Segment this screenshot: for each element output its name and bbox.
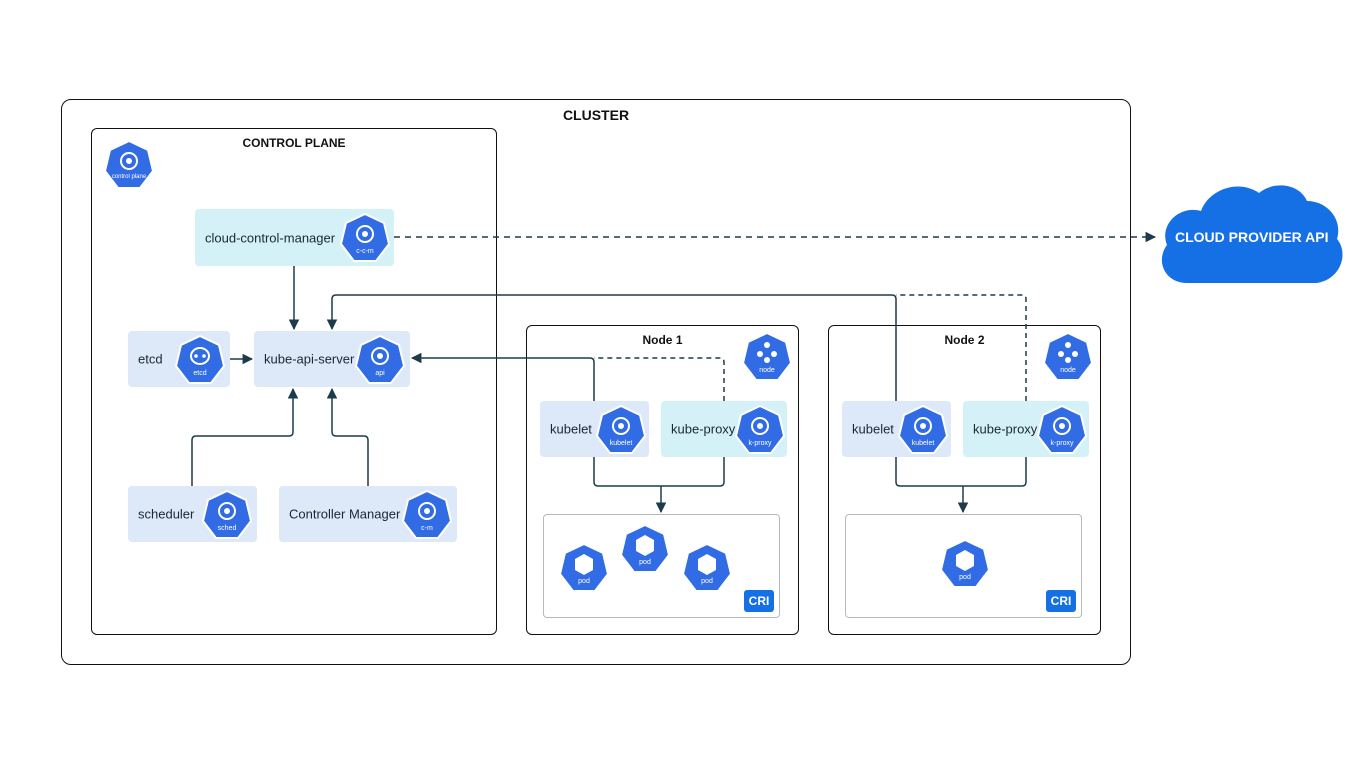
node-1-pod-icon: pod — [681, 542, 733, 593]
kube-api-server-label: kube-api-server — [264, 351, 355, 367]
controller-manager-icon: c-m — [401, 489, 453, 540]
control-plane-icon: control plane — [103, 139, 155, 190]
etcd-icon: etcd — [174, 334, 226, 385]
control-plane-title: CONTROL PLANE — [242, 136, 346, 150]
controller-manager-label: Controller Manager — [289, 506, 401, 522]
node-1-kubelet-icon: kubelet — [595, 404, 647, 455]
scheduler-icon: sched — [201, 489, 253, 540]
node-2-kube-proxy-icon: k-proxy — [1036, 404, 1088, 455]
node-2-kube-proxy-label: kube-proxy — [973, 421, 1038, 437]
node-2-node-icon: node — [1042, 331, 1094, 382]
node-1-pod-icon: pod — [558, 542, 610, 593]
scheduler-label: scheduler — [138, 506, 195, 522]
cloud-control-manager-icon: c-c-m — [339, 212, 391, 263]
node-2-kubelet-icon: kubelet — [897, 404, 949, 455]
kube-api-server-icon: api — [354, 334, 406, 385]
cloud-provider-api-label: CLOUD PROVIDER API — [1175, 229, 1329, 245]
node-1-kube-proxy-icon: k-proxy — [734, 404, 786, 455]
node-2-kubelet-label: kubelet — [852, 421, 894, 437]
etcd-label: etcd — [138, 351, 163, 367]
node-2-cri-badge: CRI — [1046, 590, 1076, 612]
node-1-node-icon: node — [741, 331, 793, 382]
node-1-pod-icon: pod — [619, 523, 671, 574]
cluster-frame: CLUSTER — [61, 99, 1131, 665]
node-1-cri-badge: CRI — [744, 590, 774, 612]
cluster-title: CLUSTER — [562, 107, 630, 123]
node-1-kube-proxy-label: kube-proxy — [671, 421, 736, 437]
node-1-kubelet-label: kubelet — [550, 421, 592, 437]
cloud-control-manager-label: cloud-control-manager — [205, 230, 336, 245]
node-2-pod-icon: pod — [939, 538, 991, 589]
cloud-shape — [1161, 185, 1343, 283]
